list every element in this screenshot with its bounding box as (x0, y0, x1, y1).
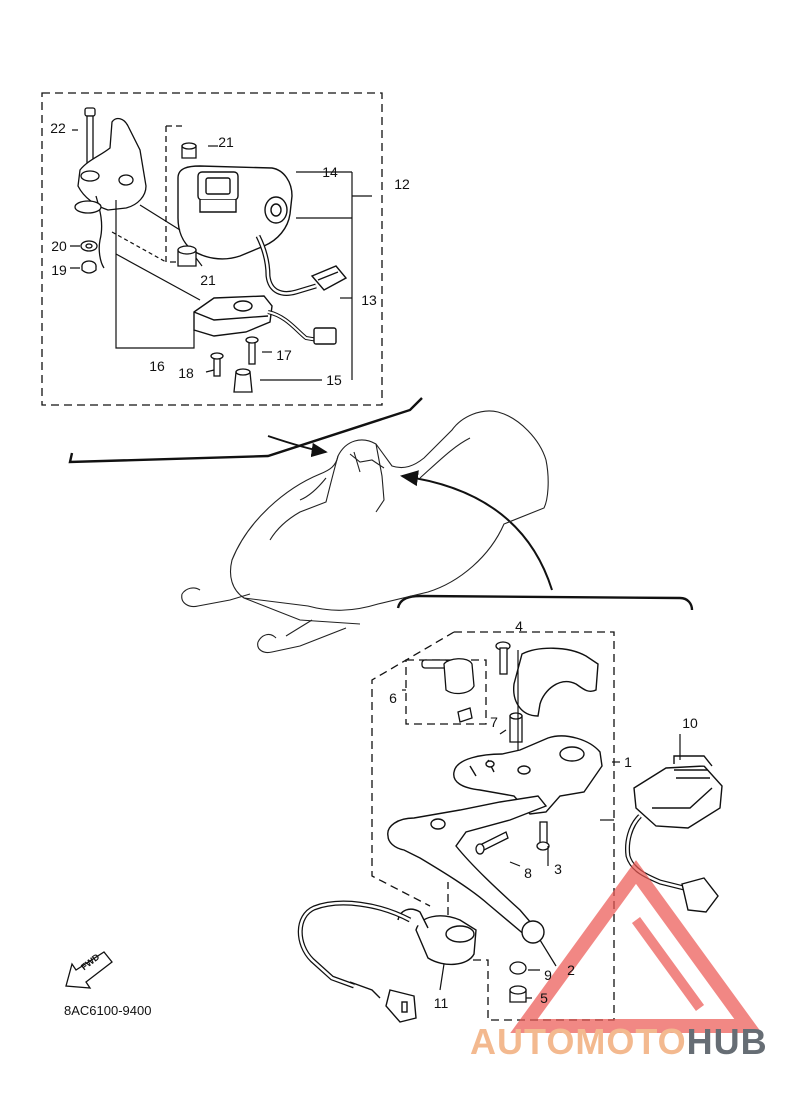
grommets-21 (177, 142, 197, 267)
watermark-logo (510, 860, 762, 1033)
lever-bracket (453, 735, 603, 815)
callout-14: 14 (322, 164, 338, 180)
snowmobile-outline (181, 410, 549, 654)
callout-10: 10 (682, 715, 698, 731)
nuts-5-9 (509, 961, 527, 1003)
switch-unit-10 (625, 755, 723, 913)
leader-lines-upper (70, 129, 372, 381)
upper-brace (68, 397, 423, 464)
callout-21-lower: 21 (200, 272, 216, 288)
sensor-11 (297, 900, 477, 1023)
leader-lines-lower (402, 650, 681, 999)
housing-body (177, 165, 348, 296)
fwd-arrow-icon (65, 951, 113, 989)
callout-2: 2 (567, 962, 575, 978)
callout-18: 18 (178, 365, 194, 381)
callout-5: 5 (540, 990, 548, 1006)
watermark-part2: HUB (686, 1021, 768, 1062)
part-6-bushing (421, 658, 475, 723)
callout-1: 1 (624, 754, 632, 770)
callout-12: 12 (394, 176, 410, 192)
callout-16: 16 (149, 358, 165, 374)
washers (80, 240, 98, 274)
callout-3: 3 (554, 861, 562, 877)
callout-15: 15 (326, 372, 342, 388)
arrow-lower (400, 470, 553, 591)
lower-cover (193, 295, 337, 345)
watermark-text: AUTOMOTOHUB (470, 1022, 768, 1062)
bracket (74, 117, 147, 269)
callout-9: 9 (544, 967, 552, 983)
watermark-part1: AUTOMOTO (470, 1021, 687, 1062)
callout-13: 13 (361, 292, 377, 308)
callout-7: 7 (490, 714, 498, 730)
screws-3-8 (475, 821, 550, 855)
screws (210, 336, 259, 393)
arrow-upper (267, 435, 328, 458)
part-code: 8AC6100-9400 (64, 1003, 152, 1018)
callout-17: 17 (276, 347, 292, 363)
callout-4: 4 (515, 618, 523, 634)
callout-8: 8 (524, 865, 532, 881)
throttle-lever (387, 795, 548, 944)
bolt-22 (84, 107, 96, 172)
callout-21-upper: 21 (218, 134, 234, 150)
callout-22: 22 (50, 120, 66, 136)
callout-20: 20 (51, 238, 67, 254)
callout-6: 6 (389, 690, 397, 706)
callout-19: 19 (51, 262, 67, 278)
lower-brace (396, 594, 694, 611)
grip-cover (513, 647, 599, 717)
callout-11: 11 (433, 995, 449, 1011)
